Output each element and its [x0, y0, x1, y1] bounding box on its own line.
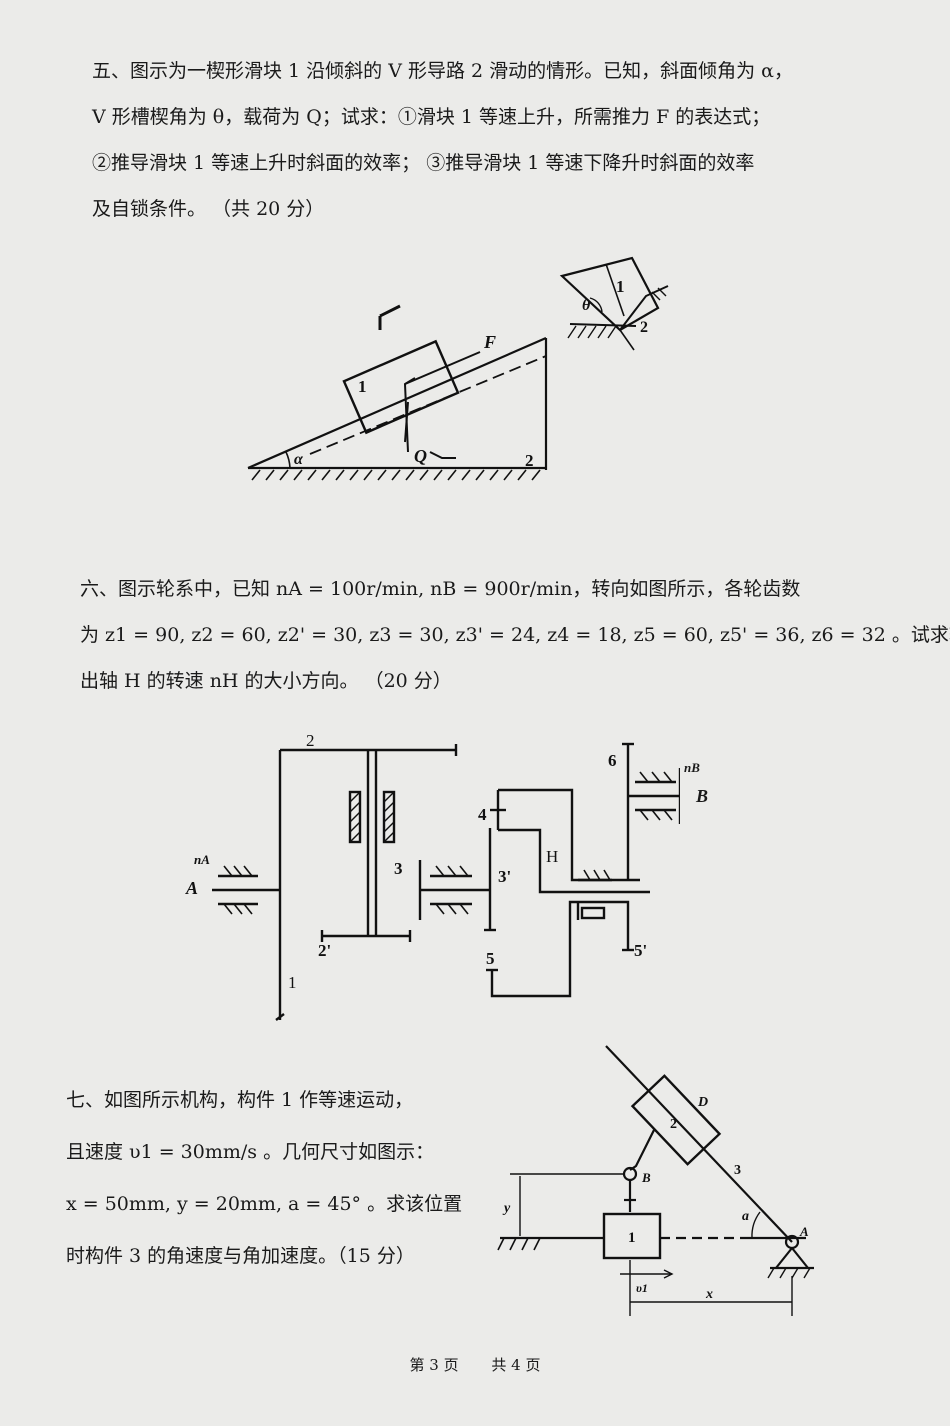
q6-nB-label: nB [684, 760, 700, 775]
q6-gear3-label: 3 [394, 859, 403, 878]
q6-shaftB-label: B [696, 786, 709, 806]
question-5: 五、图示为一楔形滑块 1 沿倾斜的 V 形导路 2 滑动的情形。已知，斜面倾角为… [92, 48, 793, 232]
q7-dim-y-label: y [502, 1201, 511, 1216]
figure-q7-mechanism: D 2 3 B 1 A a y x υ1 [497, 1045, 814, 1316]
q6-gear4-label: 4 [478, 805, 487, 824]
q7-point-B-label: B [641, 1170, 651, 1185]
q5-guide-label: 2 [525, 451, 534, 470]
q5-line-4: 及自锁条件。 （共 20 分） [92, 198, 325, 220]
q7-line-1: 七、如图所示机构，构件 1 作等速运动， [66, 1089, 414, 1111]
q6-nA-label: nA [194, 852, 210, 867]
page-total: 共 4 页 [491, 1356, 541, 1374]
q7-dim-x-label: x [705, 1287, 713, 1302]
q7-angle-label: a [742, 1209, 749, 1224]
q7-point-D-label: D [697, 1095, 708, 1110]
q6-gear2-label: 2 [306, 731, 315, 750]
q7-block2-label: 2 [670, 1117, 677, 1132]
q5-line-2: V 形槽楔角为 θ，载荷为 Q；试求：①滑块 1 等速上升，所需推力 F 的表达… [92, 106, 771, 128]
q7-line-2: 且速度 υ1 = 30mm/s 。几何尺寸如图示： [66, 1141, 435, 1163]
q6-line-3: 出轴 H 的转速 nH 的大小方向。 （20 分） [80, 670, 452, 692]
q7-slider1-label: 1 [628, 1230, 636, 1246]
q5-force-label: F [483, 332, 496, 352]
q7-link3-label: 3 [734, 1163, 741, 1178]
q6-line-1: 六、图示轮系中，已知 nA = 100r/min, nB = 900r/min，… [80, 578, 801, 600]
page-footer: 第 3 页 共 4 页 [0, 1354, 950, 1375]
q6-gear3p-label: 3' [498, 867, 511, 886]
q7-point-A-label: A [799, 1224, 809, 1239]
q7-line-3: x = 50mm, y = 20mm, a = 45° 。求该位置 [66, 1193, 463, 1215]
q7-velocity-label: υ1 [636, 1281, 648, 1295]
q6-shaftA-label: A [185, 878, 198, 898]
q6-gear5-label: 5 [486, 949, 495, 968]
page-number: 第 3 页 [409, 1356, 459, 1374]
q5-alpha-label: α [294, 451, 304, 468]
q7-line-4: 时构件 3 的角速度与角加速度。（15 分） [66, 1245, 415, 1267]
q6-carrier-label: H [546, 847, 558, 866]
q5-block-label: 1 [358, 377, 367, 396]
figure-q5-incline: 1 F Q 2 α θ 1 2 [247, 256, 669, 481]
q5-load-label: Q [414, 446, 427, 466]
q5-theta-label: θ [582, 297, 591, 314]
q5-v-block-label: 1 [616, 277, 625, 296]
question-6: 六、图示轮系中，已知 nA = 100r/min, nB = 900r/min，… [80, 566, 950, 704]
figure-q6-gear-train: 2 2' 1 3 3' 4 5 5' 6 H A nA [185, 731, 680, 1021]
q5-v-guide-label: 2 [640, 319, 648, 336]
q5-line-3: ②推导滑块 1 等速上升时斜面的效率； ③推导滑块 1 等速下降升时斜面的效率 [92, 152, 755, 174]
q6-gear1-label: 1 [288, 973, 297, 992]
q6-line-2: 为 z1 = 90, z2 = 60, z2' = 30, z3 = 30, z… [80, 624, 950, 646]
question-7: 七、如图所示机构，构件 1 作等速运动， 且速度 υ1 = 30mm/s 。几何… [66, 1074, 462, 1282]
q6-gear2p-label: 2' [318, 941, 331, 960]
q6-gear5p-label: 5' [634, 941, 647, 960]
q5-line-1: 五、图示为一楔形滑块 1 沿倾斜的 V 形导路 2 滑动的情形。已知，斜面倾角为… [92, 60, 794, 82]
q6-gear6-label: 6 [608, 751, 617, 770]
